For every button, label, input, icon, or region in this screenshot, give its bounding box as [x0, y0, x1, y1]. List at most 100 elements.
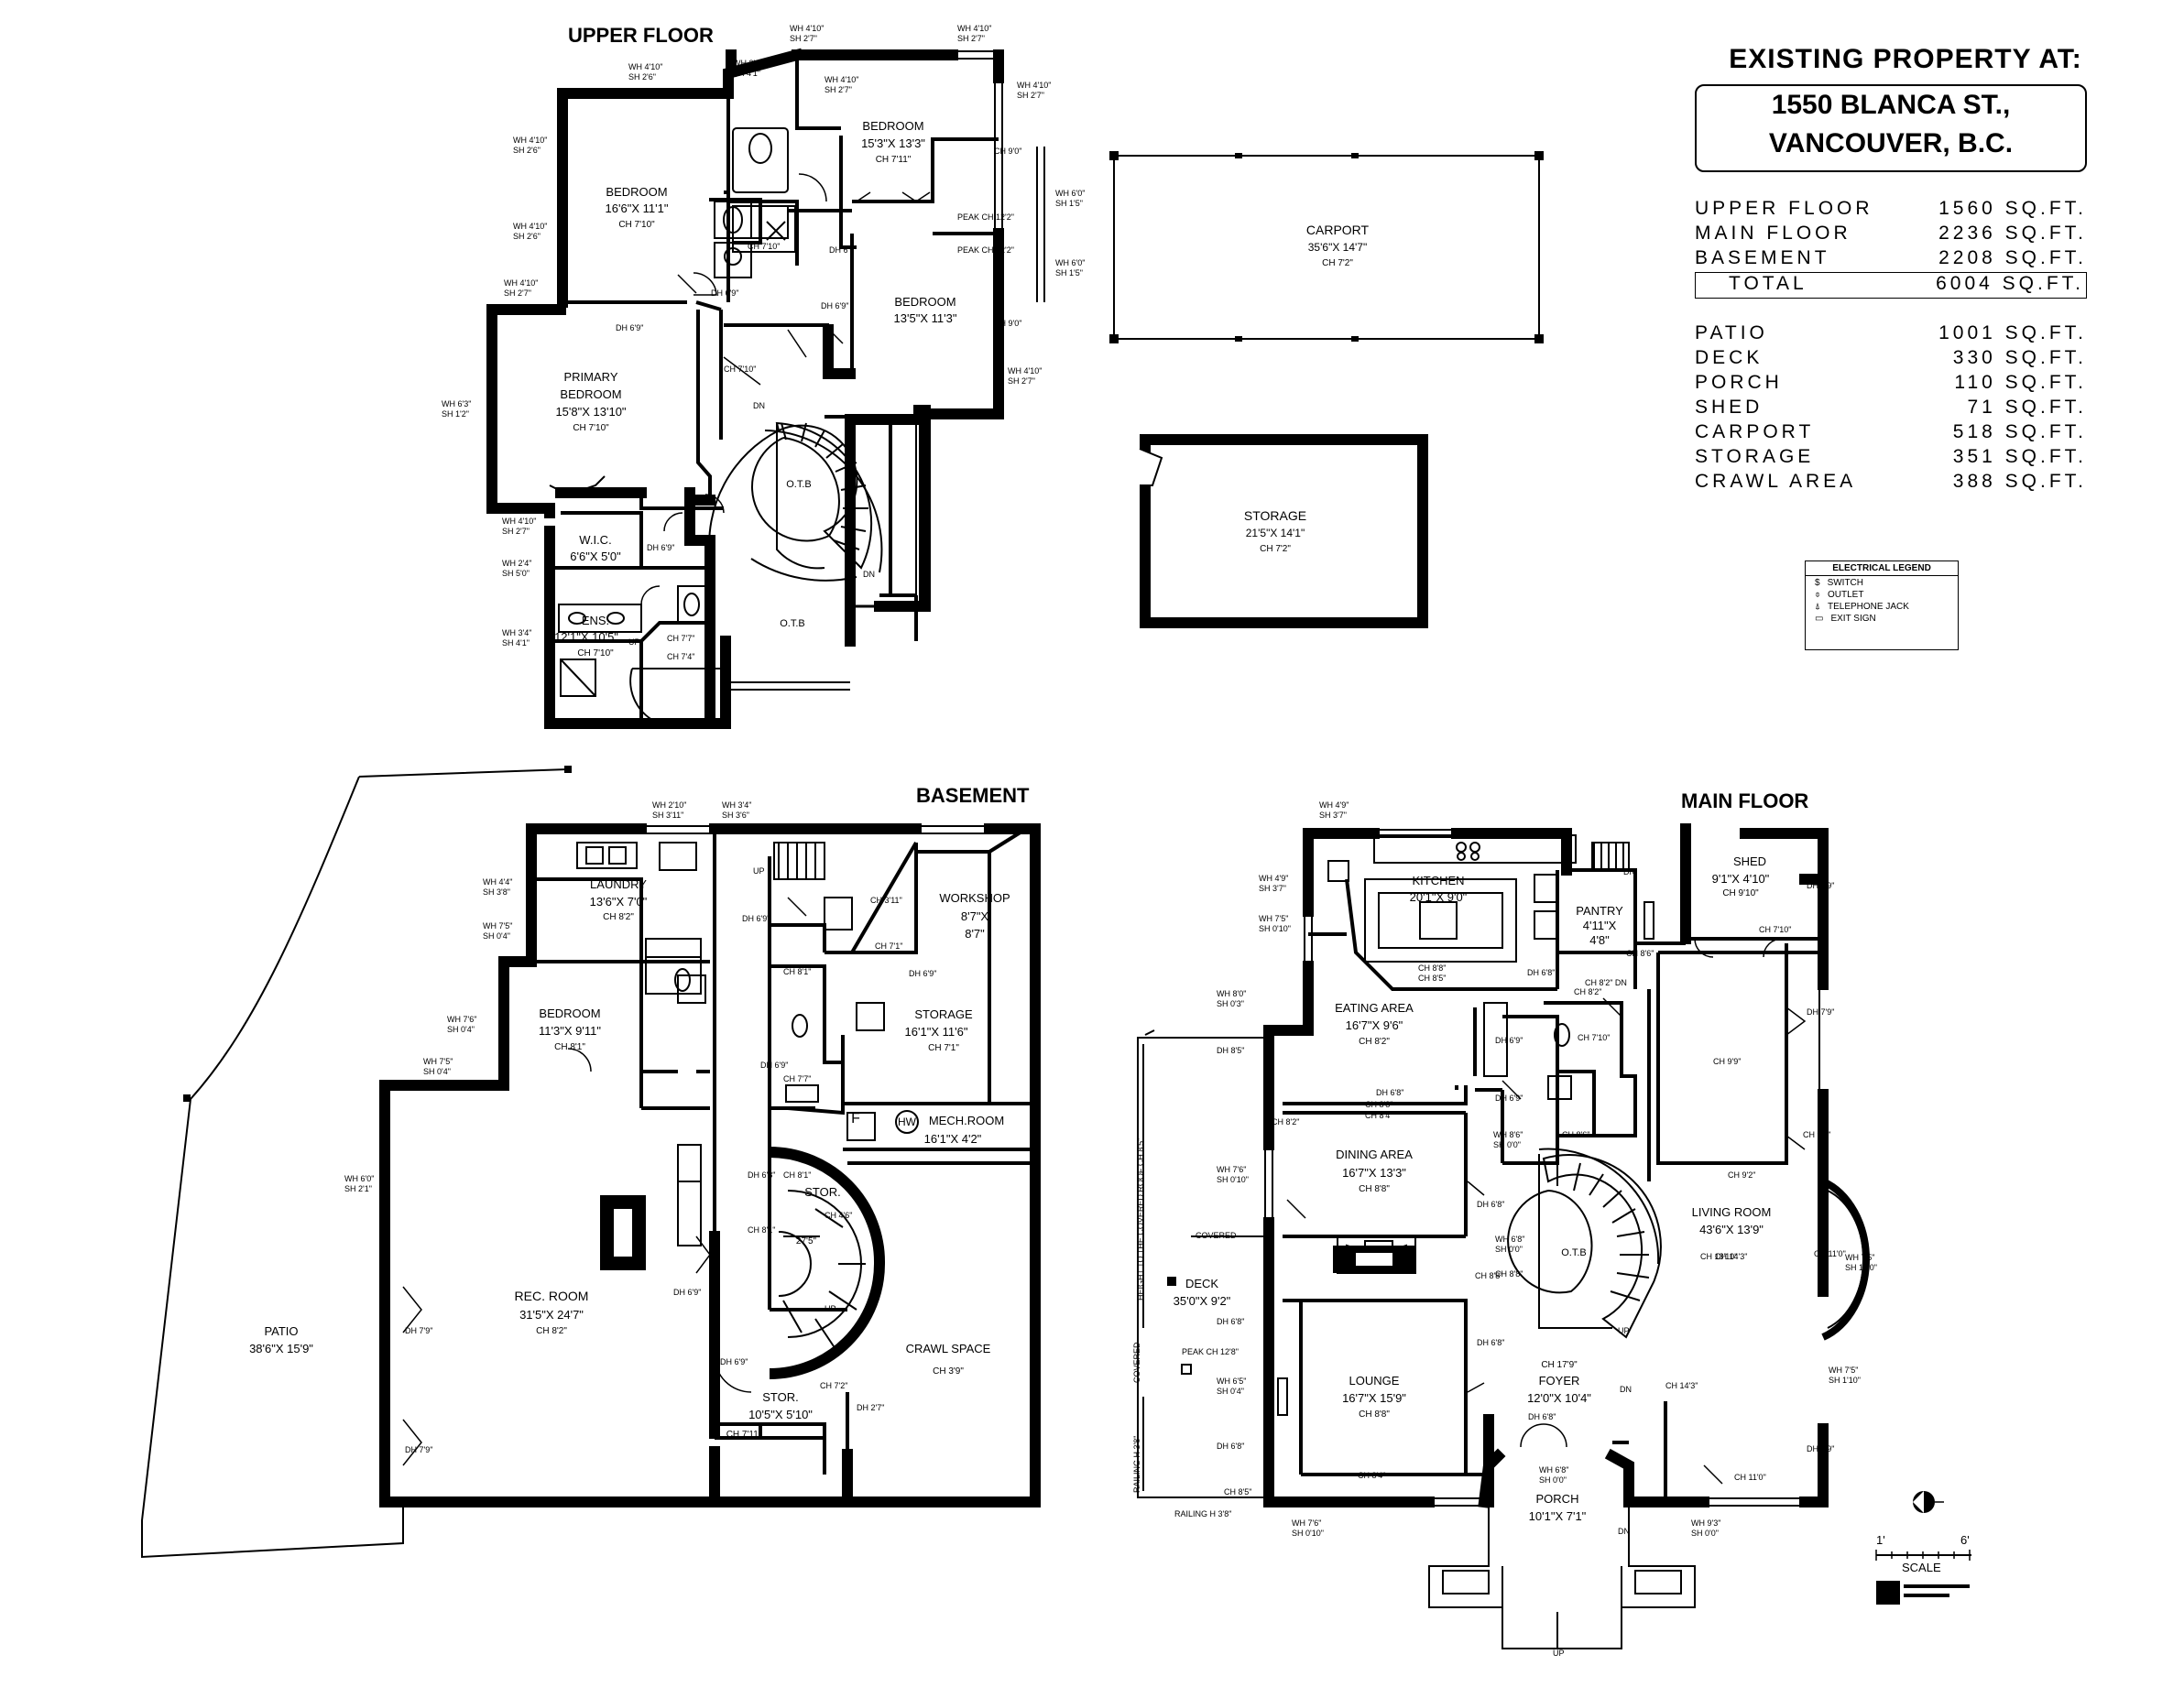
annot: WH 7'5"	[1829, 1366, 1858, 1375]
annot: CH 7'1"	[875, 941, 902, 951]
storage-dims: 21'5"X 14'1"	[1246, 527, 1305, 539]
annot: WH 4'10"	[1008, 366, 1042, 375]
b-hw-label: HW	[898, 1116, 917, 1128]
annot: UP	[753, 866, 765, 876]
annot: RAILING H 3'8"	[1132, 1436, 1141, 1493]
b-workshop-dims2: 8'7"	[965, 927, 985, 941]
annot: CH 8'2" DN	[1585, 978, 1627, 987]
annot: DH 8'5"	[1217, 1046, 1244, 1055]
annot: SH 5'0"	[502, 569, 530, 578]
b-stor1-dims: 27'5"	[796, 1236, 817, 1246]
annot: SH 0'4"	[1217, 1387, 1244, 1396]
scale-right: 6'	[1960, 1533, 1970, 1547]
annot: UP	[1553, 1649, 1565, 1658]
up-primary-ch: CH 7'10"	[573, 423, 609, 433]
outlet-icon: ⌽	[1815, 590, 1820, 600]
annot: CH 7'10"	[1578, 1033, 1610, 1042]
carport-name: CARPORT	[1306, 223, 1370, 237]
annot: WH 6'8"	[1539, 1465, 1568, 1475]
m-porch-dims: 10'1"X 7'1"	[1529, 1509, 1587, 1523]
annot: SH 3'7"	[1319, 811, 1347, 820]
area-value: 330 SQ.FT.	[1952, 347, 2087, 368]
annot: SH 3'8"	[483, 887, 510, 897]
annot: CH 7'10"	[1759, 925, 1791, 934]
area-value: 351 SQ.FT.	[1952, 446, 2087, 467]
b-storage-name: STORAGE	[914, 1007, 973, 1021]
area-value: 1560 SQ.FT.	[1938, 198, 2087, 219]
annot: WH 4'10"	[824, 75, 858, 84]
annot: DH 6'9"	[821, 301, 848, 310]
annot: DN	[1623, 867, 1635, 876]
annot: SH 0'4"	[483, 931, 510, 941]
annot: CH 8'1"	[783, 967, 811, 976]
annot: CH 7'10"	[748, 242, 780, 251]
annot: DH 6'8"	[1528, 1412, 1556, 1421]
up-otb2: O.T.B	[780, 618, 805, 629]
up-bed2-ch: CH 7'11"	[876, 155, 912, 165]
annot: CH 11'0"	[1814, 1249, 1846, 1258]
annot: WH 7'5"	[1845, 1253, 1874, 1262]
b-laundry-dims: 13'6"X 7'0"	[590, 895, 648, 909]
annot: WH 8'0"	[1217, 989, 1246, 998]
annot: DN	[863, 570, 875, 579]
annot: SH 1'5"	[1055, 268, 1083, 278]
annot: SH 1'10"	[1845, 1263, 1877, 1272]
b-stor2-name: STOR.	[762, 1390, 799, 1404]
annot: WH 3'4"	[722, 800, 751, 810]
annot: DH 6'9"	[616, 323, 643, 332]
area-label: UPPER FLOOR	[1695, 198, 1873, 219]
annot: WH 6'0"	[344, 1174, 374, 1183]
storage-ch: CH 7'2"	[1260, 544, 1291, 554]
area-value: 1001 SQ.FT.	[1938, 322, 2087, 343]
area-value: 388 SQ.FT.	[1952, 471, 2087, 492]
annot: SH 2'7"	[957, 34, 985, 43]
m-lounge-dims: 16'7"X 15'9"	[1342, 1391, 1406, 1405]
upper-floor-title: UPPER FLOOR	[568, 24, 714, 47]
annot: CH 8'8"	[1495, 1269, 1523, 1279]
annot: WH 4'9"	[1319, 800, 1349, 810]
m-shed-ch: CH 9'10"	[1722, 888, 1759, 898]
annot: CH 7'4"	[667, 652, 694, 661]
upper-floor	[486, 48, 1045, 729]
b-bedroom-ch: CH 8'1"	[554, 1042, 585, 1052]
area-value: 2208 SQ.FT.	[1938, 247, 2087, 268]
b-crawl-name: CRAWL SPACE	[906, 1342, 991, 1355]
annot: SH 4'1"	[733, 69, 760, 78]
annot: WH 8'6"	[1493, 1130, 1523, 1139]
annot: WH 6'0"	[1055, 189, 1085, 198]
b-laundry-name: LAUNDRY	[590, 877, 647, 891]
electrical-legend: ELECTRICAL LEGEND $SWITCH ⌽OUTLET ⍋TELEP…	[1805, 561, 1959, 650]
annot: WH 4'10"	[957, 24, 991, 33]
m-dining-dims: 16'7"X 13'3"	[1342, 1166, 1406, 1180]
annot: DN	[1618, 1527, 1630, 1536]
annot: WH 4'10"	[1017, 81, 1051, 90]
area-label: STORAGE	[1695, 446, 1815, 467]
annot: CH 3'11"	[870, 896, 902, 905]
annot: WH 2'10"	[652, 800, 686, 810]
annot: SH 0'4"	[423, 1067, 451, 1076]
telephone-icon: ⍋	[1815, 602, 1820, 612]
annot: CH 9'2"	[1728, 1170, 1755, 1180]
annot: UP	[628, 637, 640, 647]
b-storage-dims: 16'1"X 11'6"	[905, 1025, 968, 1039]
annot: CH 7'7"	[667, 634, 694, 643]
m-lounge-name: LOUNGE	[1349, 1374, 1400, 1388]
annot: UP	[1618, 1326, 1630, 1335]
address-line2: VANCOUVER, B.C.	[1768, 128, 2014, 158]
address-box: 1550 BLANCA ST., VANCOUVER, B.C.	[1695, 84, 2087, 172]
annot: SH 0'0"	[1493, 1140, 1521, 1149]
patio-dims: 38'6"X 15'9"	[249, 1342, 313, 1355]
annot: COVERED	[1196, 1231, 1237, 1240]
legend-title: ELECTRICAL LEGEND	[1806, 561, 1958, 576]
annot: CH 8'2"	[1272, 1117, 1299, 1126]
annot: CH 8'4"	[1365, 1111, 1392, 1120]
m-living-dims: 43'6"X 13'9"	[1699, 1223, 1764, 1236]
m-shed-dims: 9'1"X 4'10"	[1712, 872, 1770, 886]
annot: WH 3'4"	[733, 59, 762, 68]
annot: DH 7'9"	[1807, 1444, 1834, 1453]
annot: WH 6'3"	[442, 399, 471, 408]
annot: HEIGHT TO THE COVERED ROOF CH 8'5"	[1136, 1138, 1145, 1301]
annot: DH 6'9"	[711, 288, 738, 298]
